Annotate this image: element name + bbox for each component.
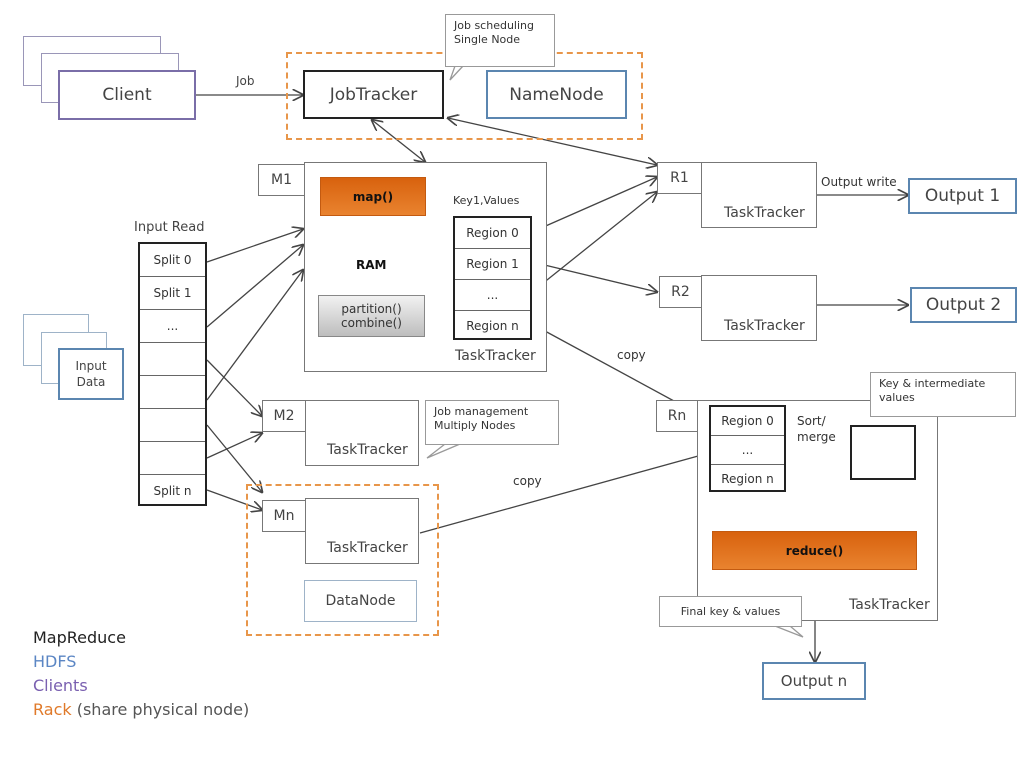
output-write-label: Output write	[821, 175, 897, 189]
r2-tasktracker-label: TaskTracker	[724, 318, 805, 334]
r2-tasktracker-box	[701, 275, 817, 341]
legend-mapreduce: MapReduce	[33, 628, 126, 647]
callout-tail-management	[426, 443, 461, 459]
mn-tasktracker-box	[305, 498, 419, 564]
split-cell: Split n	[153, 484, 192, 498]
callout-line-2: Single Node	[454, 33, 521, 46]
legend-clients: Clients	[33, 676, 88, 695]
ram-label: RAM	[356, 258, 387, 272]
output-n-box: Output n	[762, 662, 866, 700]
key-values-label: Key1,Values	[453, 194, 520, 207]
reduce-function-box: reduce()	[712, 531, 917, 570]
split-cell	[140, 376, 205, 409]
jobtracker-box: JobTracker	[303, 70, 444, 119]
input-data-box: Input Data	[58, 348, 124, 400]
copy-label-bottom: copy	[513, 474, 542, 488]
split-cell: ...	[140, 310, 205, 343]
datanode-box: DataNode	[304, 580, 417, 622]
legend-hdfs: HDFS	[33, 652, 77, 671]
partition-label: partition()	[341, 302, 402, 316]
splitn-mn-arrow	[206, 489, 262, 510]
input-data-line-2: Data	[76, 375, 106, 389]
callout-final-key: Final key & values	[659, 596, 802, 627]
namenode-box: NameNode	[486, 70, 627, 119]
m1-region-cell: Region 1	[455, 249, 530, 280]
mn-id-box: Mn	[262, 500, 306, 532]
partition-combine-box: partition() combine()	[318, 295, 425, 337]
callout-tail-final	[774, 625, 804, 638]
merge-line: merge	[797, 430, 836, 444]
r2-id-box: R2	[659, 276, 702, 308]
r1-tasktracker-box	[701, 162, 817, 228]
m1-id-box: M1	[258, 164, 305, 196]
input-read-label: Input Read	[134, 220, 205, 235]
merge-box	[850, 425, 916, 480]
callout-job-scheduling: Job scheduling Single Node	[445, 14, 555, 67]
output-1-box: Output 1	[908, 178, 1017, 214]
callout-line-2: Multiply Nodes	[434, 419, 516, 432]
split6-m2-arrow	[206, 433, 262, 459]
output-2-box: Output 2	[910, 287, 1017, 323]
split-cell: Split 0	[140, 244, 205, 277]
dots-r1-arrow	[531, 192, 657, 293]
callout-line-1: Job scheduling	[454, 19, 534, 32]
callout-line-2: values	[879, 391, 915, 404]
rn-region-cell: Region 0	[711, 407, 784, 436]
rn-id-box: Rn	[656, 400, 698, 432]
split2-m1-arrow	[206, 245, 303, 328]
split-cell: Split 1	[140, 277, 205, 310]
mn-rn-arrow	[419, 453, 709, 534]
m1-regions-table: Region 0 Region 1 ... Region n	[453, 216, 532, 340]
r1-tasktracker-label: TaskTracker	[724, 205, 805, 221]
legend: MapReduce HDFS Clients Rack (share physi…	[33, 626, 249, 722]
m1-region-cell: ...	[455, 280, 530, 311]
region1-r2-arrow	[531, 261, 657, 292]
client-box: Client	[58, 70, 196, 120]
m2-tasktracker-box	[305, 400, 419, 466]
splits-table: Split 0 Split 1 ... Split n	[138, 242, 207, 506]
split0-m1-arrow	[206, 229, 303, 263]
split-cell	[140, 442, 205, 475]
split-cell	[140, 343, 205, 376]
combine-label: combine()	[341, 316, 402, 330]
mn-tasktracker-label: TaskTracker	[327, 540, 408, 556]
jobtracker-m1-arrow	[372, 120, 425, 162]
split3-m2-arrow	[206, 359, 262, 416]
legend-rack: Rack (share physical node)	[33, 698, 249, 722]
m2-id-box: M2	[262, 400, 306, 432]
rn-region-cell: ...	[711, 436, 784, 465]
rn-tasktracker-label: TaskTracker	[849, 597, 930, 613]
rn-regions-table: Region 0 ... Region n	[709, 405, 786, 492]
copy-label-top: copy	[617, 348, 646, 362]
input-data-line-1: Input	[75, 359, 107, 373]
callout-line-1: Job management	[434, 405, 529, 418]
rn-region-cell: Region n	[721, 472, 774, 486]
r1-id-box: R1	[657, 162, 702, 194]
m1-tasktracker-label: TaskTracker	[455, 348, 536, 364]
sort-line: Sort/	[797, 414, 826, 428]
rack-bottom	[246, 484, 439, 636]
split-cell	[140, 409, 205, 442]
split5b-mn-arrow	[206, 424, 262, 492]
callout-key-intermediate: Key & intermediate values	[870, 372, 1016, 417]
sort-merge-label: Sort/ merge	[797, 413, 836, 445]
legend-rack-label: Rack	[33, 700, 72, 719]
callout-job-management: Job management Multiply Nodes	[425, 400, 559, 445]
jobtracker-r1-arrow	[448, 118, 657, 165]
job-edge-label: Job	[236, 74, 255, 88]
split5-m1-arrow	[206, 270, 303, 401]
callout-line-1: Key & intermediate	[879, 377, 986, 390]
m1-region-cell: Region n	[466, 319, 519, 333]
m1-region-cell: Region 0	[455, 218, 530, 249]
map-function-box: map()	[320, 177, 426, 216]
legend-rack-suffix: (share physical node)	[71, 700, 250, 719]
callout-tail-scheduling	[449, 65, 464, 81]
m2-tasktracker-label: TaskTracker	[327, 442, 408, 458]
region0-r1-arrow	[531, 177, 657, 233]
